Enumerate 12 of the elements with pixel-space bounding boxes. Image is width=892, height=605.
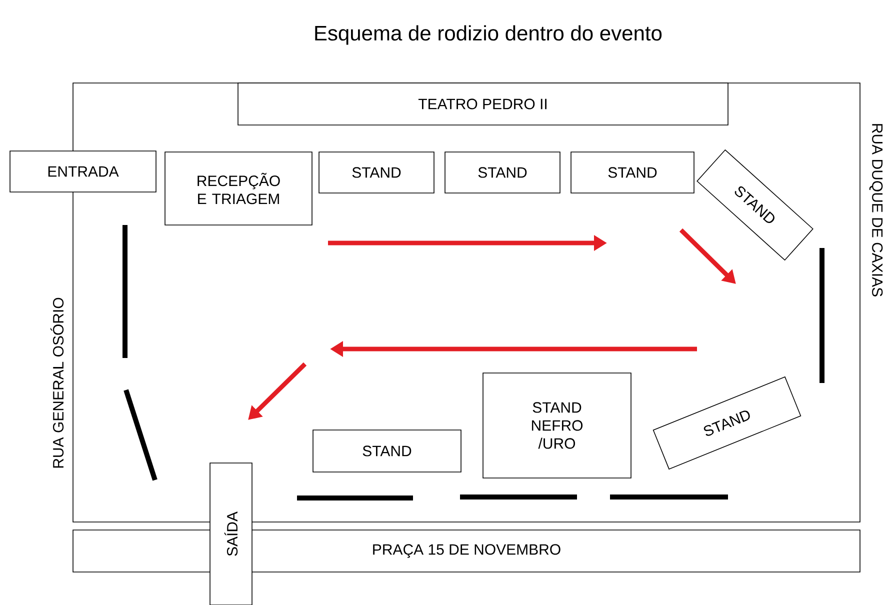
stand-box: STAND NEFRO /URO xyxy=(482,372,632,478)
stand-box: STAND xyxy=(444,152,560,194)
theatre-box: TEATRO PEDRO II xyxy=(238,82,728,126)
stand-box: STAND xyxy=(312,430,462,472)
entrance-box: ENTRADA xyxy=(10,150,156,192)
stand-box: STAND xyxy=(318,152,434,194)
stand-box: STAND xyxy=(570,152,694,194)
street-name: RUA GENERAL OSÓRIO xyxy=(50,298,64,468)
reception-box: RECEPÇÃO E TRIAGEM xyxy=(164,152,312,226)
exit-box: SAÍDA xyxy=(210,462,252,605)
title: Esquema de rodizio dentro do evento xyxy=(315,25,662,45)
street-name: RUA DUQUE DE CAXIAS xyxy=(869,124,883,296)
